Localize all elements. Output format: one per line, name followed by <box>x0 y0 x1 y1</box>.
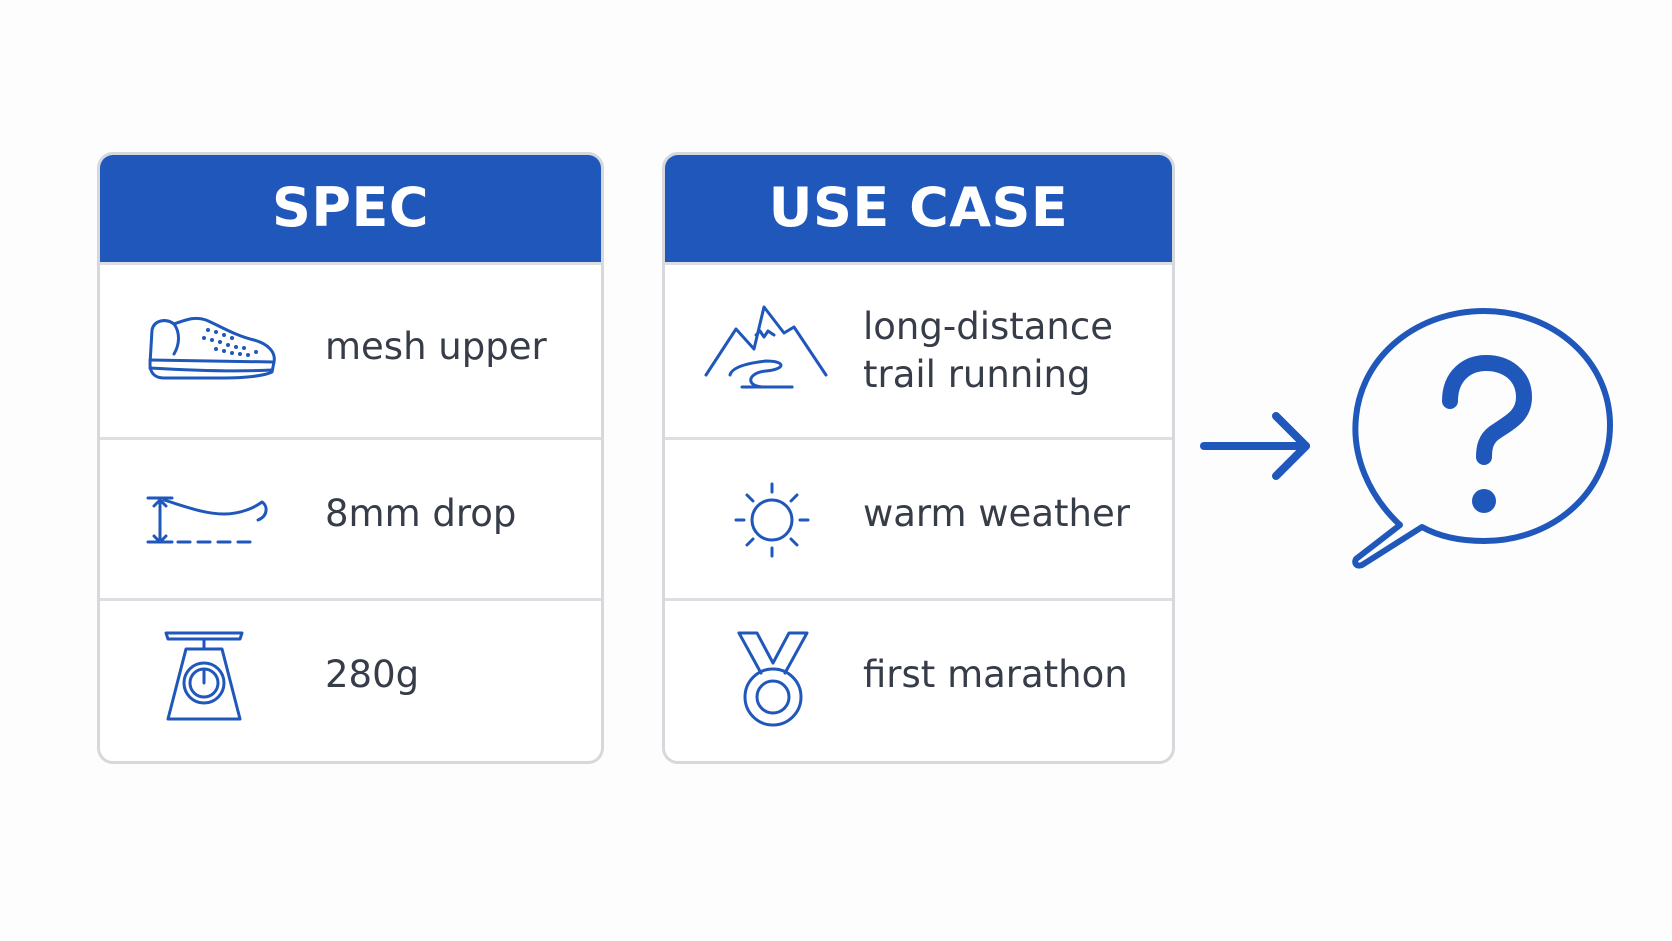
mountain-trail-icon <box>704 305 828 389</box>
use-case-label-trail: long-distance trail running <box>863 305 1113 396</box>
sun-icon <box>734 482 810 558</box>
spec-row-drop: 8mm drop <box>100 437 601 598</box>
spec-label-weight: 280g <box>325 653 420 696</box>
spec-row-weight: 280g <box>100 598 601 758</box>
use-case-label-weather: warm weather <box>863 492 1130 535</box>
use-case-row-goal: first marathon <box>665 598 1172 758</box>
spec-header: SPEC <box>100 155 601 262</box>
medal-icon <box>737 631 809 727</box>
heel-drop-icon <box>146 496 268 544</box>
weighing-scale-icon <box>164 631 244 721</box>
use-case-row-weather: warm weather <box>665 437 1172 598</box>
arrow-right-icon <box>1200 412 1310 480</box>
use-case-header: USE CASE <box>665 155 1172 262</box>
use-case-label-marathon: first marathon <box>863 653 1128 696</box>
question-bubble-icon <box>1352 308 1613 569</box>
spec-row-material: mesh upper <box>100 262 601 437</box>
running-shoe-icon <box>148 316 276 380</box>
spec-card: SPEC mesh upper <box>97 152 604 764</box>
use-case-card: USE CASE long-distance trail running war… <box>662 152 1175 764</box>
spec-label-mesh-upper: mesh upper <box>325 325 547 368</box>
use-case-row-terrain: long-distance trail running <box>665 262 1172 437</box>
spec-label-drop: 8mm drop <box>325 492 517 535</box>
